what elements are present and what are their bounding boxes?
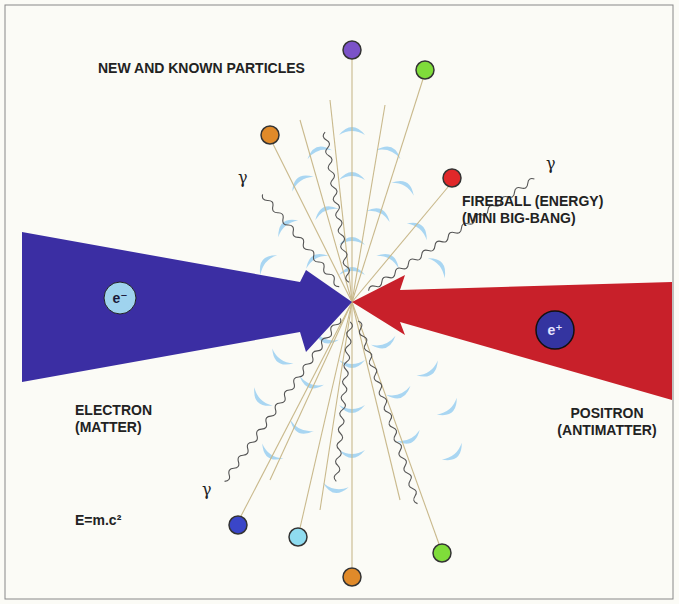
fireball-label: FIREBALL (ENERGY) (MINI BIG-BANG) — [462, 193, 622, 227]
formula: E=m.c² — [75, 512, 121, 529]
gamma-symbol: γ — [546, 154, 556, 173]
positron-beam-arrow: POSITRON (ANTIMATTER)e⁺ — [352, 275, 672, 400]
particle-symbol: e⁻ — [103, 281, 137, 315]
frame — [5, 5, 673, 599]
positron-beam-arrow-shape — [352, 275, 672, 400]
beam-label: POSITRON (ANTIMATTER) — [546, 405, 668, 439]
gamma-symbol: γ — [238, 168, 248, 187]
gamma-symbol: γ — [202, 480, 212, 499]
positron-particle: e⁺ — [535, 310, 575, 350]
beam-label: ELECTRON (MATTER) — [75, 402, 175, 436]
electron-beam-arrow-shape — [22, 232, 352, 382]
electron-particle: e⁻ — [103, 281, 137, 315]
particles-heading: NEW AND KNOWN PARTICLES — [96, 60, 307, 77]
electron-beam-arrow: ELECTRON (MATTER)e⁻ — [22, 232, 352, 382]
particle-symbol: e⁺ — [535, 310, 575, 350]
